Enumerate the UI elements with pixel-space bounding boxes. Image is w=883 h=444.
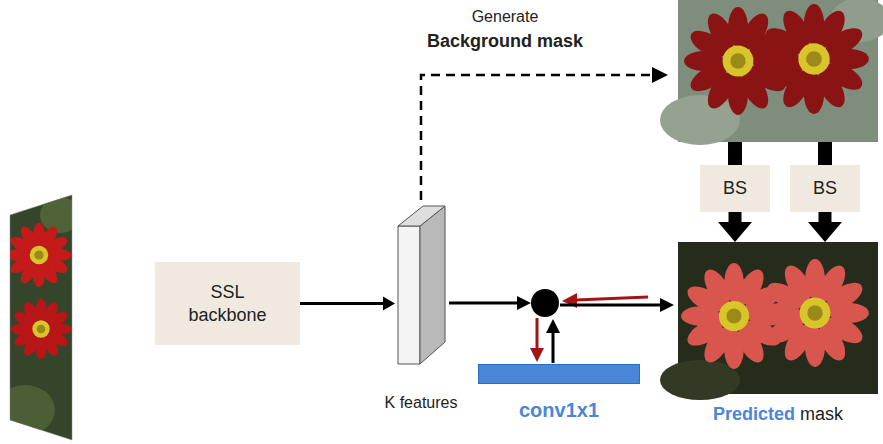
flow-arrow [560, 298, 674, 312]
gradient-arrow [530, 318, 544, 362]
arrow-head [383, 297, 395, 311]
arrow-head [718, 222, 752, 242]
box-label: BS [723, 177, 747, 200]
process-box: SSL backbone [155, 262, 300, 345]
product-dot [531, 289, 559, 317]
flow-arrow [449, 296, 531, 310]
annotation-label: Background mask [427, 31, 583, 52]
thick-arrow [728, 142, 832, 165]
feature-map: K features [395, 204, 447, 364]
node-caption: K features [385, 394, 458, 412]
node-caption: Predictedmask [713, 404, 843, 425]
box-label: SSL backbone [182, 281, 274, 326]
predicted-mask-image [660, 242, 878, 400]
predicted-mask: Predictedmask [678, 242, 878, 394]
connector-line [300, 302, 384, 305]
arrow-head [808, 222, 842, 242]
node-caption: conv1x1 [519, 399, 599, 422]
caption-text: K features [385, 394, 458, 411]
process-box: BS [790, 165, 860, 212]
connector-arrow [300, 297, 395, 311]
dashed-arrow [421, 67, 668, 200]
image-frame [10, 195, 72, 440]
input-image [0, 190, 80, 444]
annotation-label: Generate [472, 8, 539, 26]
caption-text: mask [800, 404, 843, 424]
connector-line [819, 212, 832, 223]
background-mask-image [660, 0, 883, 145]
process-box: BS [700, 165, 770, 212]
connector-arrow [808, 212, 842, 242]
box-label: BS [813, 177, 837, 200]
caption-text: Predicted [713, 404, 795, 424]
flow-arrow [546, 319, 560, 363]
caption-text: conv1x1 [519, 399, 599, 421]
connector-line [729, 212, 742, 223]
feature-map-slab [398, 206, 445, 364]
conv-bar: conv1x1 [478, 364, 640, 384]
connector-arrow [718, 212, 752, 242]
